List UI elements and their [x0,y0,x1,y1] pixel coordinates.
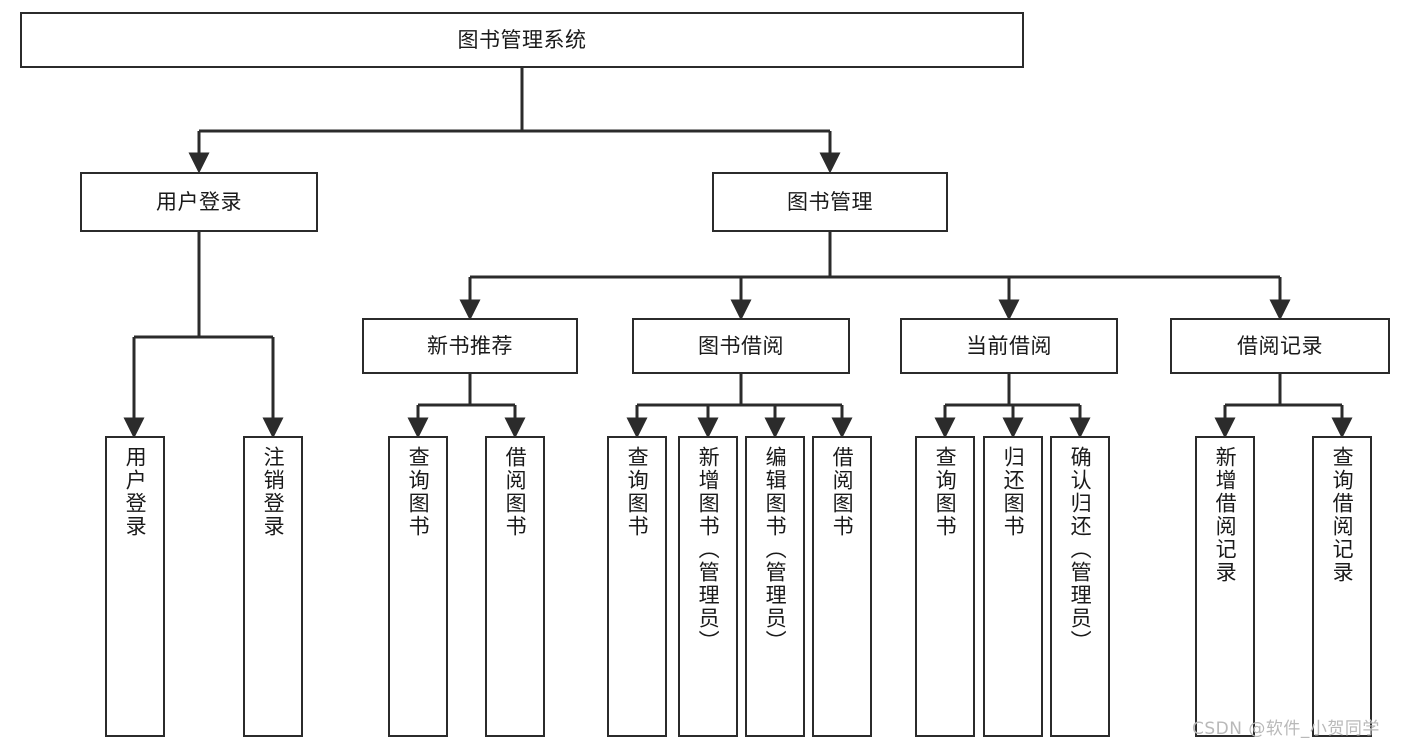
node-current-borrow-label: 当前借阅 [966,333,1052,358]
leaf-node-label: 借阅图书 [830,446,855,538]
leaf-node[interactable]: 查询图书 [388,436,448,737]
node-book-borrow-label: 图书借阅 [698,333,784,358]
leaf-node-label: 编辑图书（管理员） [763,446,788,653]
leaf-node[interactable]: 编辑图书（管理员） [745,436,805,737]
leaf-node[interactable]: 新增借阅记录 [1195,436,1255,737]
leaf-node-label: 查询图书 [933,446,958,538]
leaf-node-label: 查询图书 [406,446,431,538]
node-book-management[interactable]: 图书管理 [712,172,948,232]
leaf-node-label: 新增图书（管理员） [696,446,721,653]
leaf-node-label: 归还图书 [1001,446,1026,538]
leaf-node[interactable]: 确认归还（管理员） [1050,436,1110,737]
node-user-login[interactable]: 用户登录 [80,172,318,232]
leaf-node[interactable]: 借阅图书 [485,436,545,737]
node-root[interactable]: 图书管理系统 [20,12,1024,68]
node-book-borrow[interactable]: 图书借阅 [632,318,850,374]
leaf-node-label: 用户登录 [123,446,148,538]
leaf-node-label: 注销登录 [261,446,286,538]
leaf-node-label: 新增借阅记录 [1213,446,1238,584]
leaf-node-label: 查询图书 [625,446,650,538]
node-new-book-recommend[interactable]: 新书推荐 [362,318,578,374]
leaf-node[interactable]: 新增图书（管理员） [678,436,738,737]
leaf-node-label: 查询借阅记录 [1330,446,1355,584]
node-book-management-label: 图书管理 [787,189,873,214]
csdn-watermark: CSDN @软件_小贺同学 [1192,719,1380,739]
leaf-node[interactable]: 归还图书 [983,436,1043,737]
node-borrow-records[interactable]: 借阅记录 [1170,318,1390,374]
leaf-node[interactable]: 查询借阅记录 [1312,436,1372,737]
node-root-label: 图书管理系统 [457,27,587,52]
node-current-borrow[interactable]: 当前借阅 [900,318,1118,374]
leaf-node[interactable]: 借阅图书 [812,436,872,737]
leaf-node-label: 确认归还（管理员） [1068,446,1093,653]
node-borrow-records-label: 借阅记录 [1237,333,1323,358]
leaf-node[interactable]: 查询图书 [915,436,975,737]
leaf-node[interactable]: 查询图书 [607,436,667,737]
leaf-node[interactable]: 用户登录 [105,436,165,737]
leaf-node[interactable]: 注销登录 [243,436,303,737]
leaf-node-label: 借阅图书 [503,446,528,538]
node-new-book-recommend-label: 新书推荐 [427,333,513,358]
node-user-login-label: 用户登录 [156,189,242,214]
